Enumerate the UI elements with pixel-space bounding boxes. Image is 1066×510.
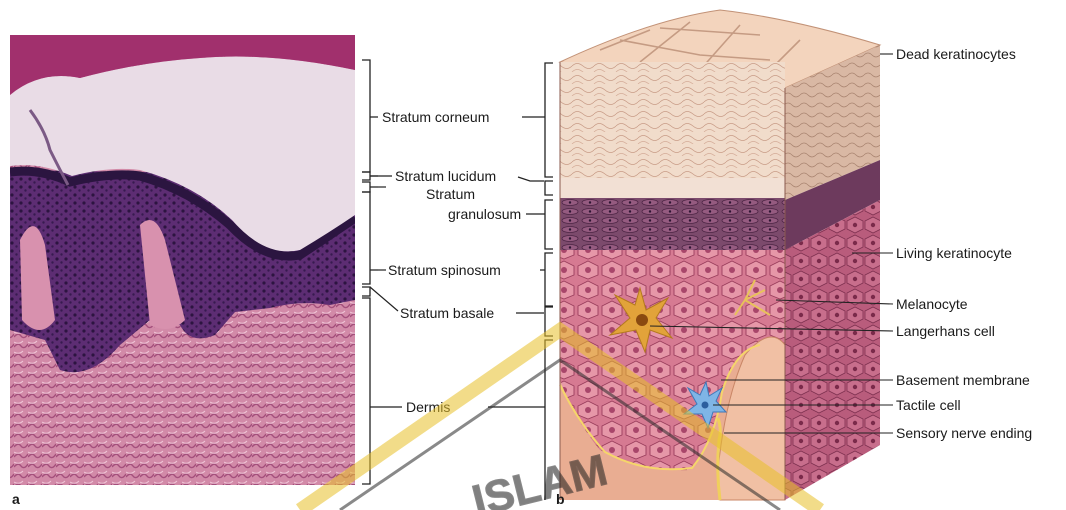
bracket-b-lucidum bbox=[545, 181, 553, 195]
panel-b-brackets bbox=[540, 63, 553, 500]
front-stratum-lucidum bbox=[560, 178, 785, 198]
side-stratum-spinosum bbox=[785, 200, 880, 500]
label-stratum-granulosum-line2: granulosum bbox=[448, 206, 521, 222]
histology-micrograph bbox=[10, 35, 355, 485]
front-stratum-corneum bbox=[560, 62, 785, 197]
label-dead-keratinocytes: Dead keratinocytes bbox=[896, 46, 1016, 62]
label-stratum-corneum: Stratum corneum bbox=[382, 109, 489, 125]
bracket-stratum-granulosum bbox=[362, 182, 378, 192]
bracket-b-corneum bbox=[540, 63, 553, 177]
label-stratum-granulosum-line1: Stratum bbox=[426, 186, 475, 202]
front-stratum-granulosum bbox=[560, 198, 785, 250]
watermark-text: ISLAM bbox=[467, 445, 612, 510]
panel-a-letter: a bbox=[12, 491, 20, 507]
bracket-stratum-basale bbox=[362, 287, 370, 296]
skin-block-illustration bbox=[560, 10, 880, 500]
label-stratum-basale: Stratum basale bbox=[400, 305, 494, 321]
bracket-b-granulosum bbox=[544, 200, 553, 249]
label-tactile-cell: Tactile cell bbox=[896, 397, 961, 413]
bracket-stratum-corneum bbox=[362, 60, 378, 172]
label-stratum-lucidum: Stratum lucidum bbox=[395, 168, 496, 184]
label-living-keratinocyte: Living keratinocyte bbox=[896, 245, 1012, 261]
panel-a-brackets bbox=[362, 60, 378, 484]
label-stratum-spinosum: Stratum spinosum bbox=[388, 262, 501, 278]
label-melanocyte: Melanocyte bbox=[896, 296, 968, 312]
bracket-stratum-spinosum bbox=[362, 192, 378, 284]
label-langerhans-cell: Langerhans cell bbox=[896, 323, 995, 339]
label-basement-membrane: Basement membrane bbox=[896, 372, 1030, 388]
label-sensory-nerve-ending: Sensory nerve ending bbox=[896, 425, 1032, 441]
bracket-b-spinosum bbox=[540, 253, 553, 306]
